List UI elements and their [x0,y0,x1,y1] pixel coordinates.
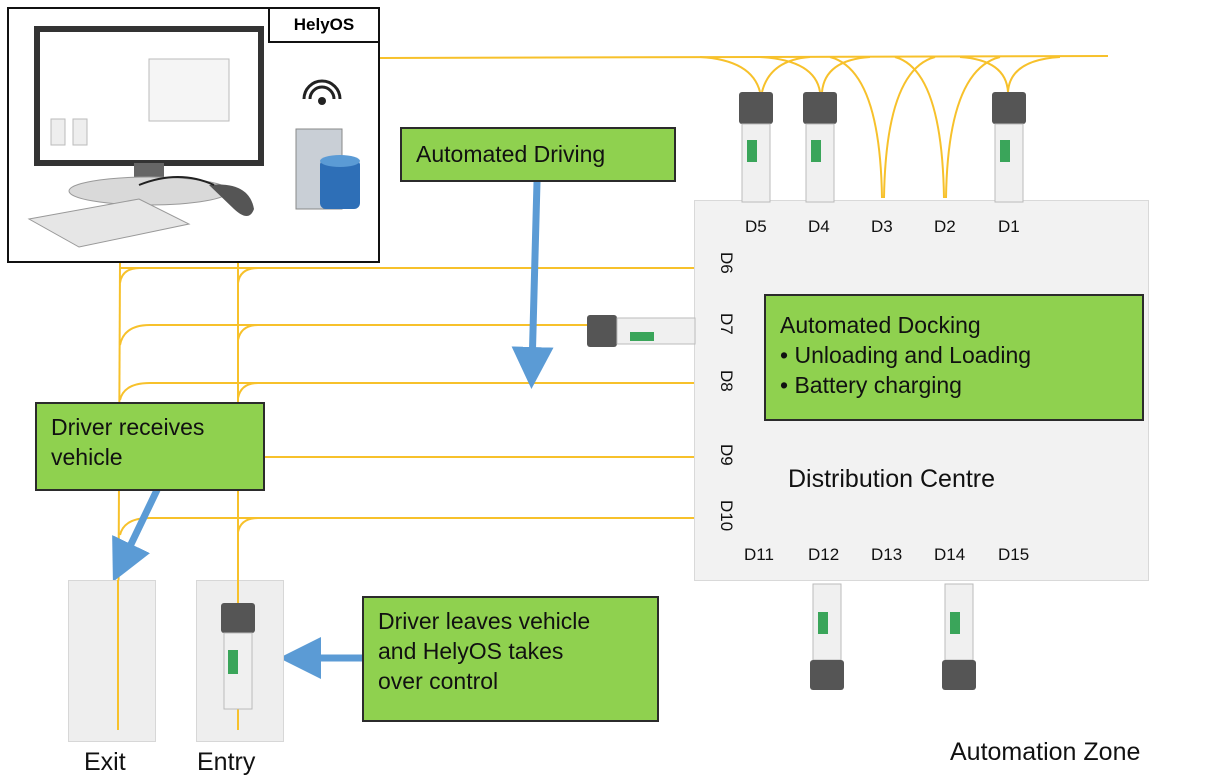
dock-label: D12 [808,545,840,564]
vehicle-icon [803,92,837,203]
callout-driver-receives: Driver receives vehicle [35,402,265,491]
callout-line: and HelyOS takes [378,638,564,664]
callout-title: Automated Docking [780,312,981,338]
dock-label: D11 [744,545,774,564]
exit-bay [68,580,156,742]
entry-label: Entry [197,748,256,776]
callout-line: Driver leaves vehicle [378,608,591,634]
dock-label: D2 [934,217,956,236]
dock-label: D13 [871,545,903,564]
dock-label: D15 [998,545,1030,564]
vehicle-icon [739,92,773,203]
callout-text: Automated Driving [416,141,606,167]
callout-driver-leaves: Driver leaves vehicle and HelyOS takes o… [362,596,659,722]
helyos-label: HelyOS [268,7,380,43]
vehicle-icon [992,92,1026,203]
callout-automated-driving: Automated Driving [400,127,676,182]
callout-line: over control [378,668,499,694]
vehicle-icon [942,583,976,690]
callout-line: Driver receives [51,414,205,440]
dock-label: D1 [998,217,1020,236]
callout-line: vehicle [51,444,123,470]
dock-label: D14 [934,545,966,564]
vehicle-icon [221,603,255,710]
callout-bullet: • Battery charging [780,372,962,398]
callout-bullet: • Unloading and Loading [780,342,1032,368]
callout-automated-docking: Automated Docking • Unloading and Loadin… [764,294,1144,421]
vehicle-icon [587,315,696,347]
dock-label: D4 [808,217,830,236]
dock-label: D5 [745,217,767,236]
dock-label: D3 [871,217,893,236]
distribution-centre-label: Distribution Centre [788,465,996,493]
helyos-control-panel [7,7,380,263]
vehicle-icon [810,583,844,690]
computer-icon [27,26,264,248]
server-database-icon [295,79,360,210]
exit-label: Exit [84,748,126,776]
automation-zone-label: Automation Zone [950,738,1141,766]
